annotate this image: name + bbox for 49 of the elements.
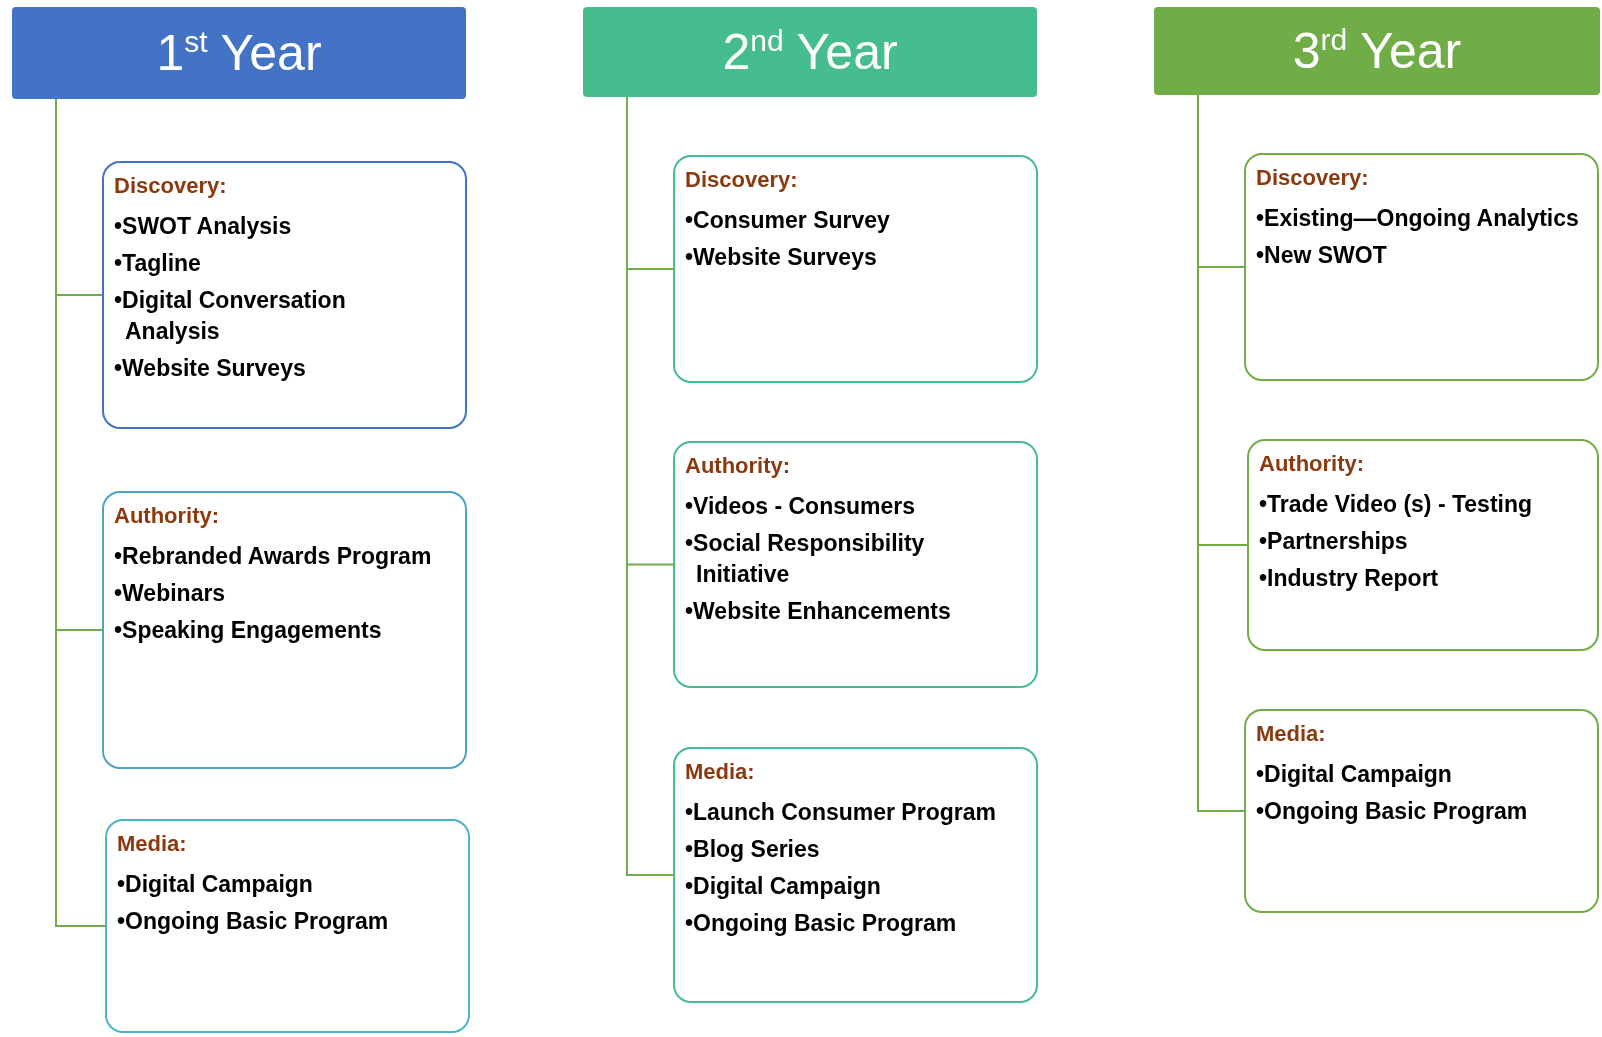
year-title: 3$^{rd}$ Year: [1292, 22, 1462, 80]
bullet-item: •Partnerships: [1259, 527, 1409, 556]
year-title: 1$^{st}$ Year: [156, 24, 322, 82]
bullet-item: •Digital Conversation Analysis: [114, 286, 347, 346]
bullet-item: •Launch Consumer Program: [685, 798, 997, 827]
bullet-item: •Rebranded Awards Program: [114, 542, 433, 571]
bullet-item: •Website Surveys: [685, 243, 878, 272]
bullet-item: •SWOT Analysis: [114, 212, 293, 241]
year-header: [1154, 7, 1600, 95]
category-box: [673, 747, 1038, 1003]
bullet-item: •Website Enhancements: [685, 597, 952, 626]
bullet-item: •Existing—Ongoing Analytics: [1256, 204, 1580, 233]
category-title: Media:: [685, 759, 756, 785]
category-box: [102, 491, 467, 769]
category-box: [1244, 153, 1599, 381]
category-box: [1244, 709, 1599, 913]
bullet-item: •Blog Series: [685, 835, 821, 864]
year-header: [583, 7, 1037, 97]
category-title: Discovery:: [685, 167, 799, 193]
category-title: Authority:: [685, 453, 792, 479]
bullet-item: •Website Surveys: [114, 354, 307, 383]
bullet-item: •Digital Campaign: [1256, 760, 1453, 789]
bullet-item: •New SWOT: [1256, 241, 1388, 270]
category-title: Media:: [1256, 721, 1327, 747]
category-box: [102, 161, 467, 429]
bullet-item: •Consumer Survey: [685, 206, 891, 235]
category-title: Authority:: [1259, 451, 1366, 477]
bullet-item: •Ongoing Basic Program: [685, 909, 958, 938]
bullet-item: •Digital Campaign: [685, 872, 882, 901]
bullet-item: •Speaking Engagements: [114, 616, 383, 645]
category-title: Media:: [117, 831, 188, 857]
category-box: [1247, 439, 1599, 651]
category-title: Discovery:: [1256, 165, 1370, 191]
year-header: [12, 7, 466, 99]
bullet-item: •Ongoing Basic Program: [1256, 797, 1529, 826]
bullet-item: •Videos - Consumers: [685, 492, 917, 521]
category-box: [105, 819, 470, 1033]
category-title: Discovery:: [114, 173, 228, 199]
bullet-item: •Social Responsibility Initiative: [685, 529, 926, 589]
bullet-item: •Trade Video (s) - Testing: [1259, 490, 1534, 519]
category-box: [673, 155, 1038, 383]
bullet-item: •Digital Campaign: [117, 870, 314, 899]
year-title: 2$^{nd}$ Year: [722, 23, 898, 81]
category-box: [673, 441, 1038, 688]
category-title: Authority:: [114, 503, 221, 529]
bullet-item: •Ongoing Basic Program: [117, 907, 390, 936]
bullet-item: •Tagline: [114, 249, 202, 278]
bullet-item: •Webinars: [114, 579, 227, 608]
bullet-item: •Industry Report: [1259, 564, 1440, 593]
